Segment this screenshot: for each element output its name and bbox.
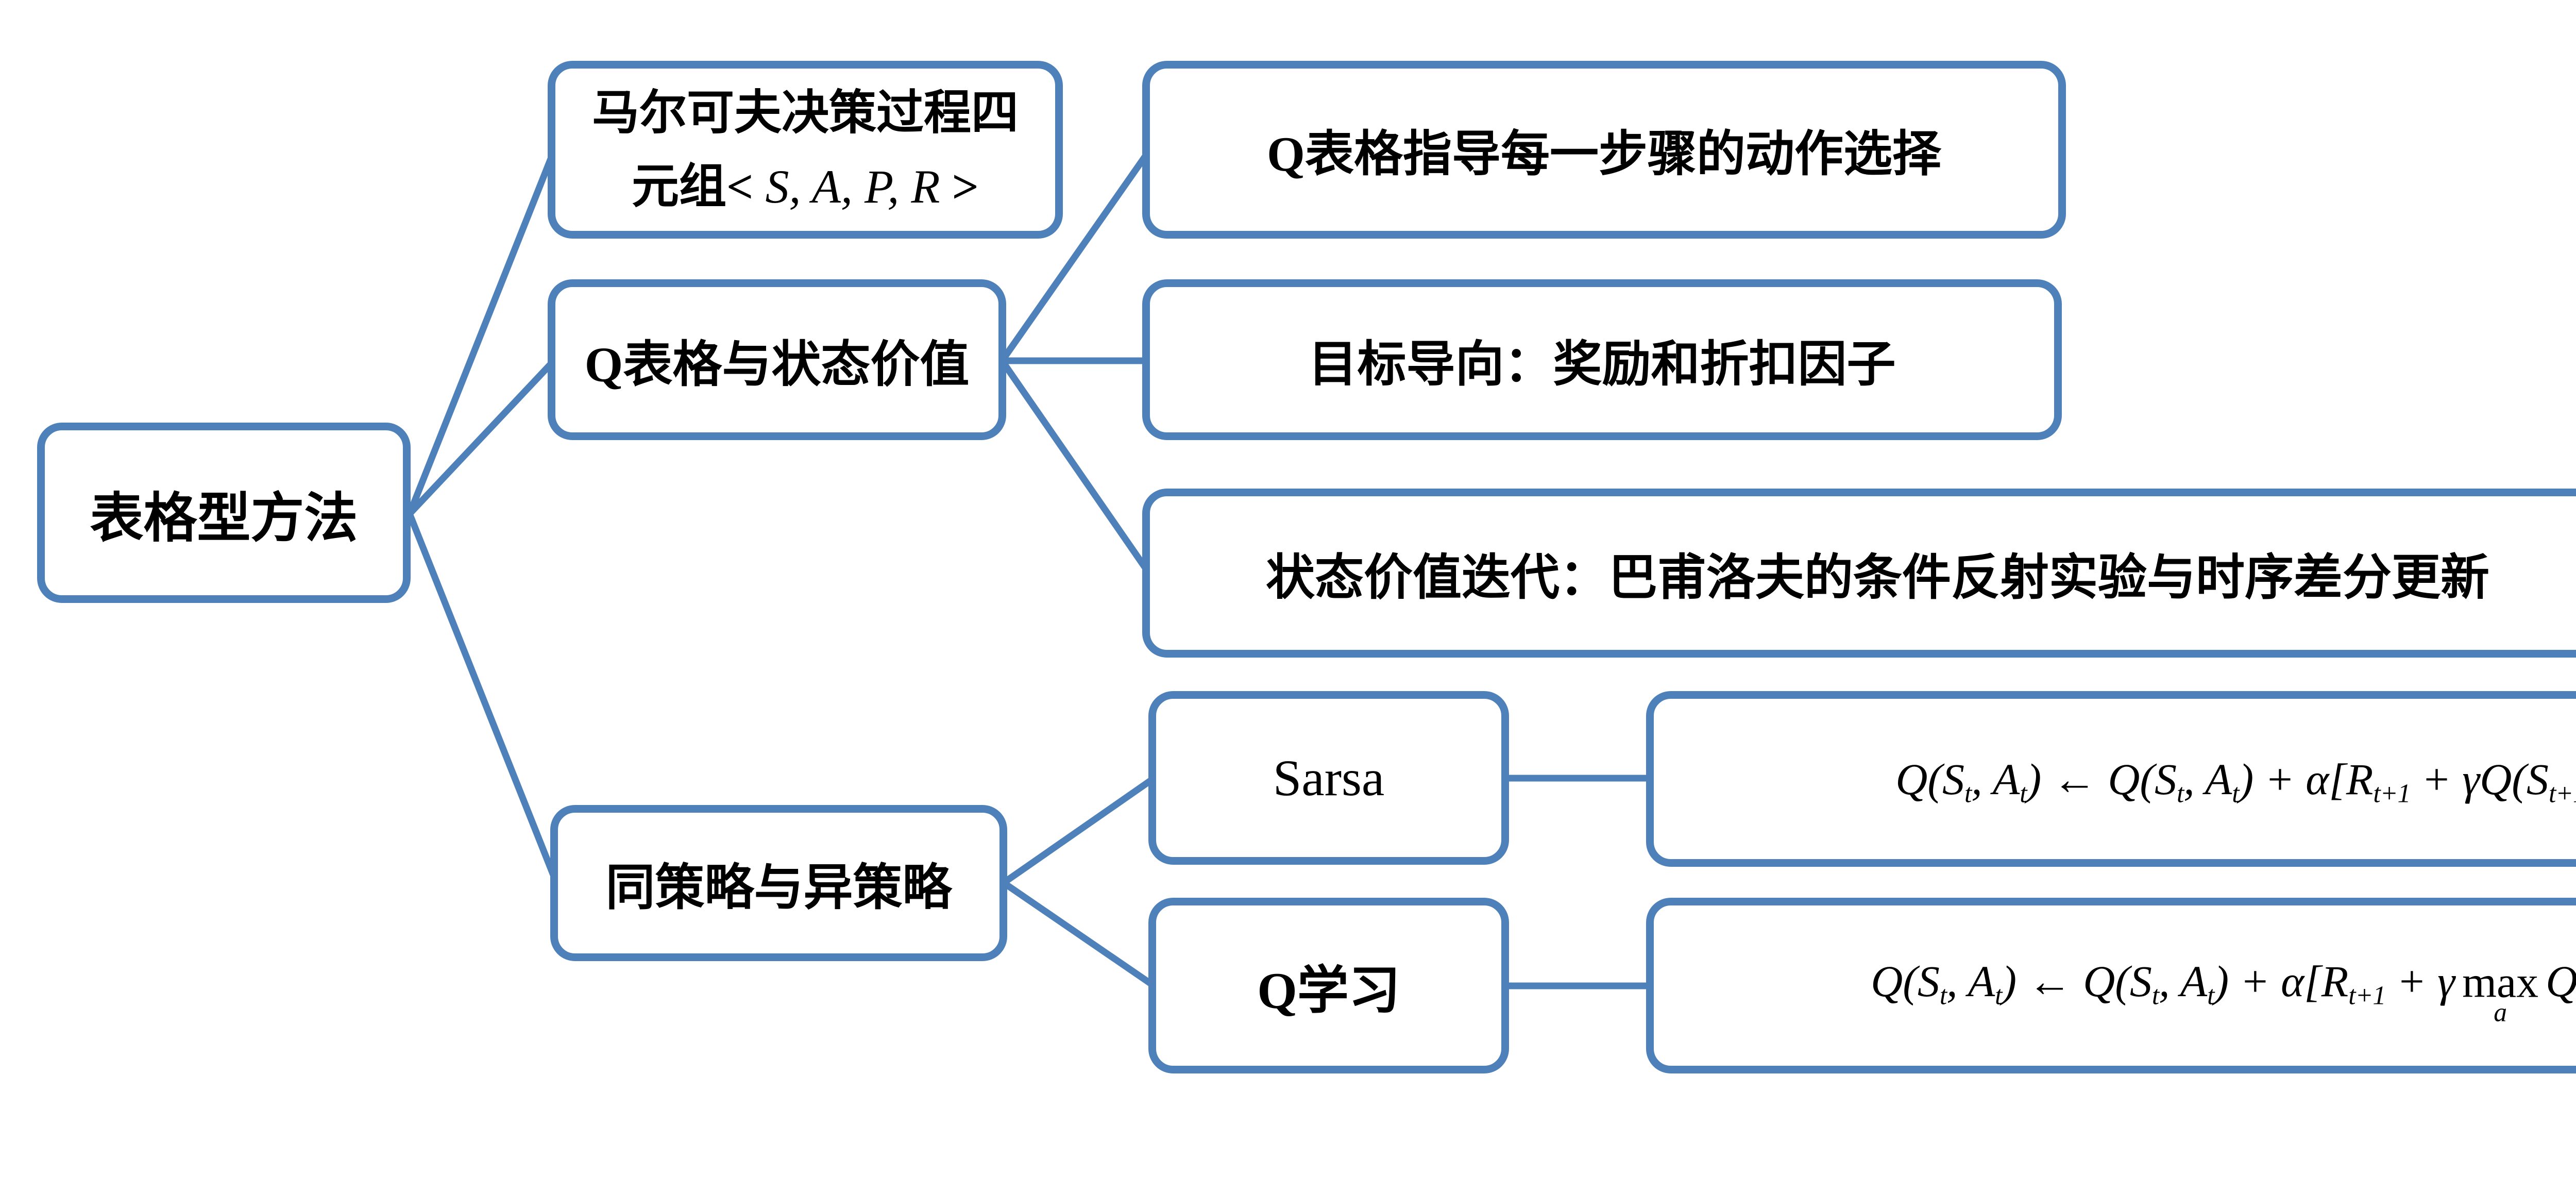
- node-qlearning-update-formula: Q(St, At) ← Q(St, At) + α[Rt+1 + γmaxaQ(…: [1646, 898, 2576, 1073]
- node-qtable-action-selection-label: Q表格指导每一步骤的动作选择: [1267, 127, 1941, 181]
- sarsa-update-formula: Q(St, At) ← Q(St, At) + α[Rt+1 + γQ(St+1…: [1895, 754, 2576, 808]
- node-tabular-methods-label: 表格型方法: [90, 489, 358, 548]
- node-qlearning-label: Q学习: [1257, 962, 1400, 1019]
- connector-qtable-valueiter: [999, 359, 1152, 575]
- node-qtable-state-value: Q表格与状态价值: [548, 279, 1006, 440]
- connector-policy-qlearning: [1002, 880, 1156, 989]
- connector-root-policy: [406, 512, 560, 884]
- connector-root-qtable: [407, 358, 556, 516]
- node-on-off-policy-label: 同策略与异策略: [605, 860, 952, 915]
- node-goal-oriented-label: 目标导向：奖励和折扣因子: [1308, 337, 1896, 392]
- connector-root-mdp: [406, 149, 557, 515]
- node-qlearning: Q学习: [1148, 898, 1509, 1073]
- node-goal-oriented: 目标导向：奖励和折扣因子: [1142, 279, 2062, 440]
- node-sarsa: Sarsa: [1148, 691, 1509, 865]
- node-qtable-state-value-label: Q表格与状态价值: [584, 337, 970, 392]
- node-mdp-tuple-line2: 元组< S, A, P, R >: [632, 160, 979, 213]
- node-state-value-iteration: 状态价值迭代：巴甫洛夫的条件反射实验与时序差分更新: [1142, 489, 2576, 658]
- node-tabular-methods: 表格型方法: [37, 423, 411, 603]
- node-on-off-policy: 同策略与异策略: [550, 805, 1007, 961]
- node-state-value-iteration-label: 状态价值迭代：巴甫洛夫的条件反射实验与时序差分更新: [1265, 550, 2489, 605]
- node-mdp-tuple: 马尔可夫决策过程四 元组< S, A, P, R >: [548, 61, 1063, 239]
- connector-policy-sarsa: [1002, 775, 1156, 886]
- node-sarsa-label: Sarsa: [1273, 749, 1385, 807]
- qlearning-update-formula: Q(St, At) ← Q(St, At) + α[Rt+1 + γmaxaQ(…: [1871, 956, 2576, 1027]
- node-qtable-action-selection: Q表格指导每一步骤的动作选择: [1142, 61, 2066, 239]
- node-mdp-tuple-line1: 马尔可夫决策过程四: [591, 86, 1019, 139]
- connector-qtable-guide: [999, 149, 1152, 363]
- node-sarsa-update-formula: Q(St, At) ← Q(St, At) + α[Rt+1 + γQ(St+1…: [1646, 691, 2576, 867]
